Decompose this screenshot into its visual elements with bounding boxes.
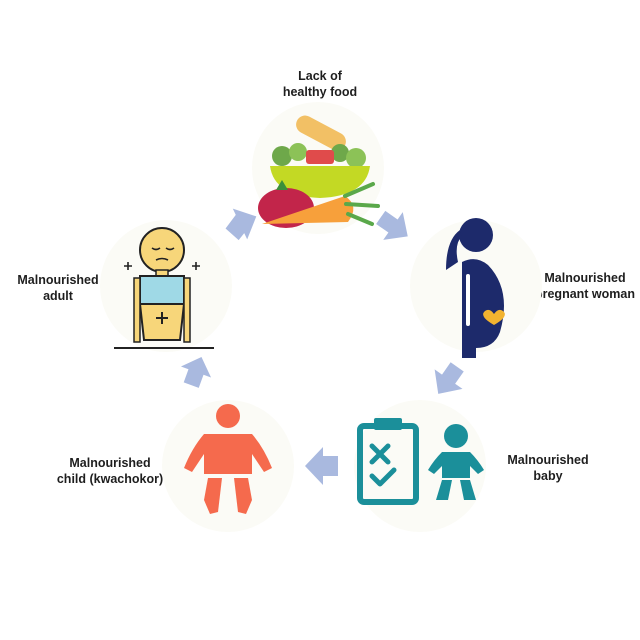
arrow-food-to-pregnant (376, 210, 408, 240)
node-label-malnourished-adult: Malnourished adult (17, 273, 99, 303)
node-label-lack-of-healthy-food: Lack of healthy food (282, 69, 358, 99)
arrow-child-to-adult (180, 356, 212, 388)
baby-checklist-icon (357, 418, 484, 505)
pregnant-woman-icon (446, 218, 505, 358)
node-label-malnourished-pregnant-woman: Malnourished pregnant woman (534, 271, 635, 301)
child-icon (184, 404, 272, 514)
node-label-malnourished-child: Malnourished child (kwachokor) (56, 456, 164, 486)
arrow-pregnant-to-baby (434, 362, 464, 394)
arrow-adult-to-food (225, 208, 257, 241)
node-label-malnourished-baby: Malnourished baby (507, 453, 589, 483)
sick-adult-icon (114, 227, 214, 349)
arrow-baby-to-child (305, 447, 338, 485)
vegetable-bowl-icon (258, 115, 380, 228)
